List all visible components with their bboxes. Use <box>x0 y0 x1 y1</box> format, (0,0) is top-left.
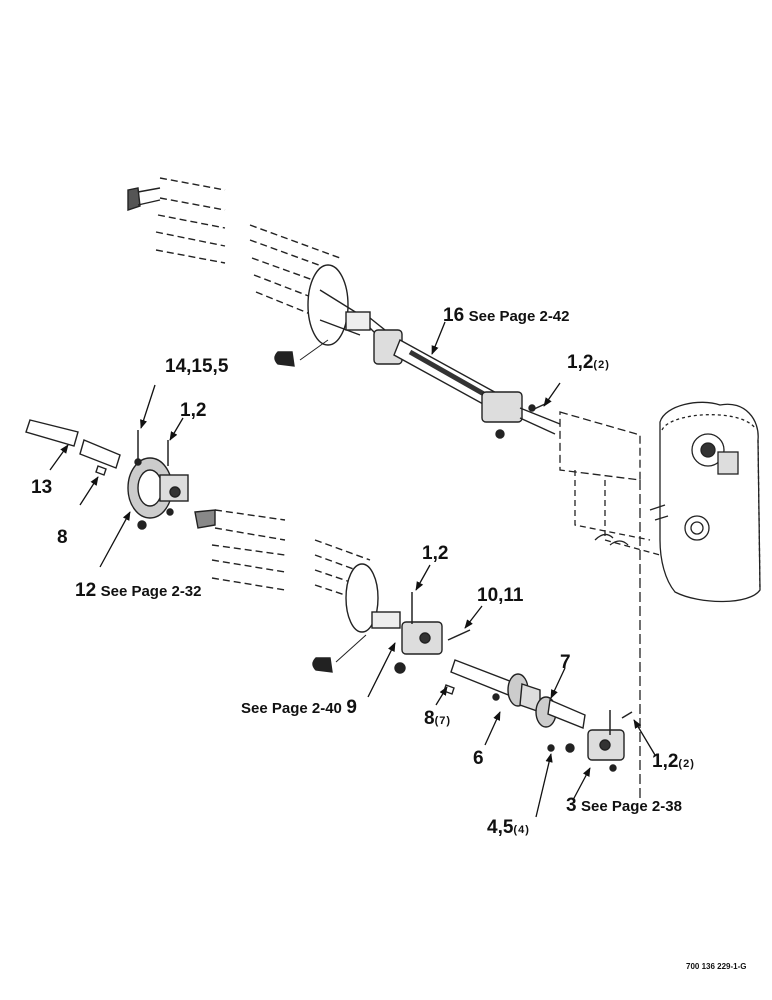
callout-1-2-left: 1,2 <box>180 400 207 421</box>
callout-6: 6 <box>473 748 484 769</box>
upper-feeder-roll <box>127 177 386 367</box>
callout-1-2-top: 1,2(2) <box>567 352 610 373</box>
leader-arrows <box>49 321 656 818</box>
lower-shaft-assembly <box>394 621 625 772</box>
left-drive-assembly <box>25 419 189 530</box>
callout-4-5: 4,5(4) <box>487 817 530 838</box>
callout-10-11: 10,11 <box>477 585 524 606</box>
callout-12: 12 See Page 2-32 <box>75 580 202 601</box>
bolts <box>137 403 633 735</box>
callout-16: 16 See Page 2-42 <box>443 305 570 326</box>
gearbox-frame <box>559 401 761 800</box>
drive-shaft-16 <box>373 329 561 439</box>
callout-7: 7 <box>560 652 571 673</box>
callout-9: See Page 2-40 9 <box>241 697 357 718</box>
lower-feeder-roll <box>194 509 401 673</box>
callout-3: 3 See Page 2-38 <box>566 795 682 816</box>
callout-1-2-mid: 1,2 <box>422 543 449 564</box>
callout-13: 13 <box>31 477 53 498</box>
callout-8-left: 8 <box>57 527 68 548</box>
figure-id: 700 136 229-1-G <box>686 962 747 971</box>
callout-8-mid: 8(7) <box>424 708 452 729</box>
callout-14-15-5: 14,15,5 <box>165 356 229 377</box>
callout-1-2-right: 1,2(2) <box>652 751 695 772</box>
